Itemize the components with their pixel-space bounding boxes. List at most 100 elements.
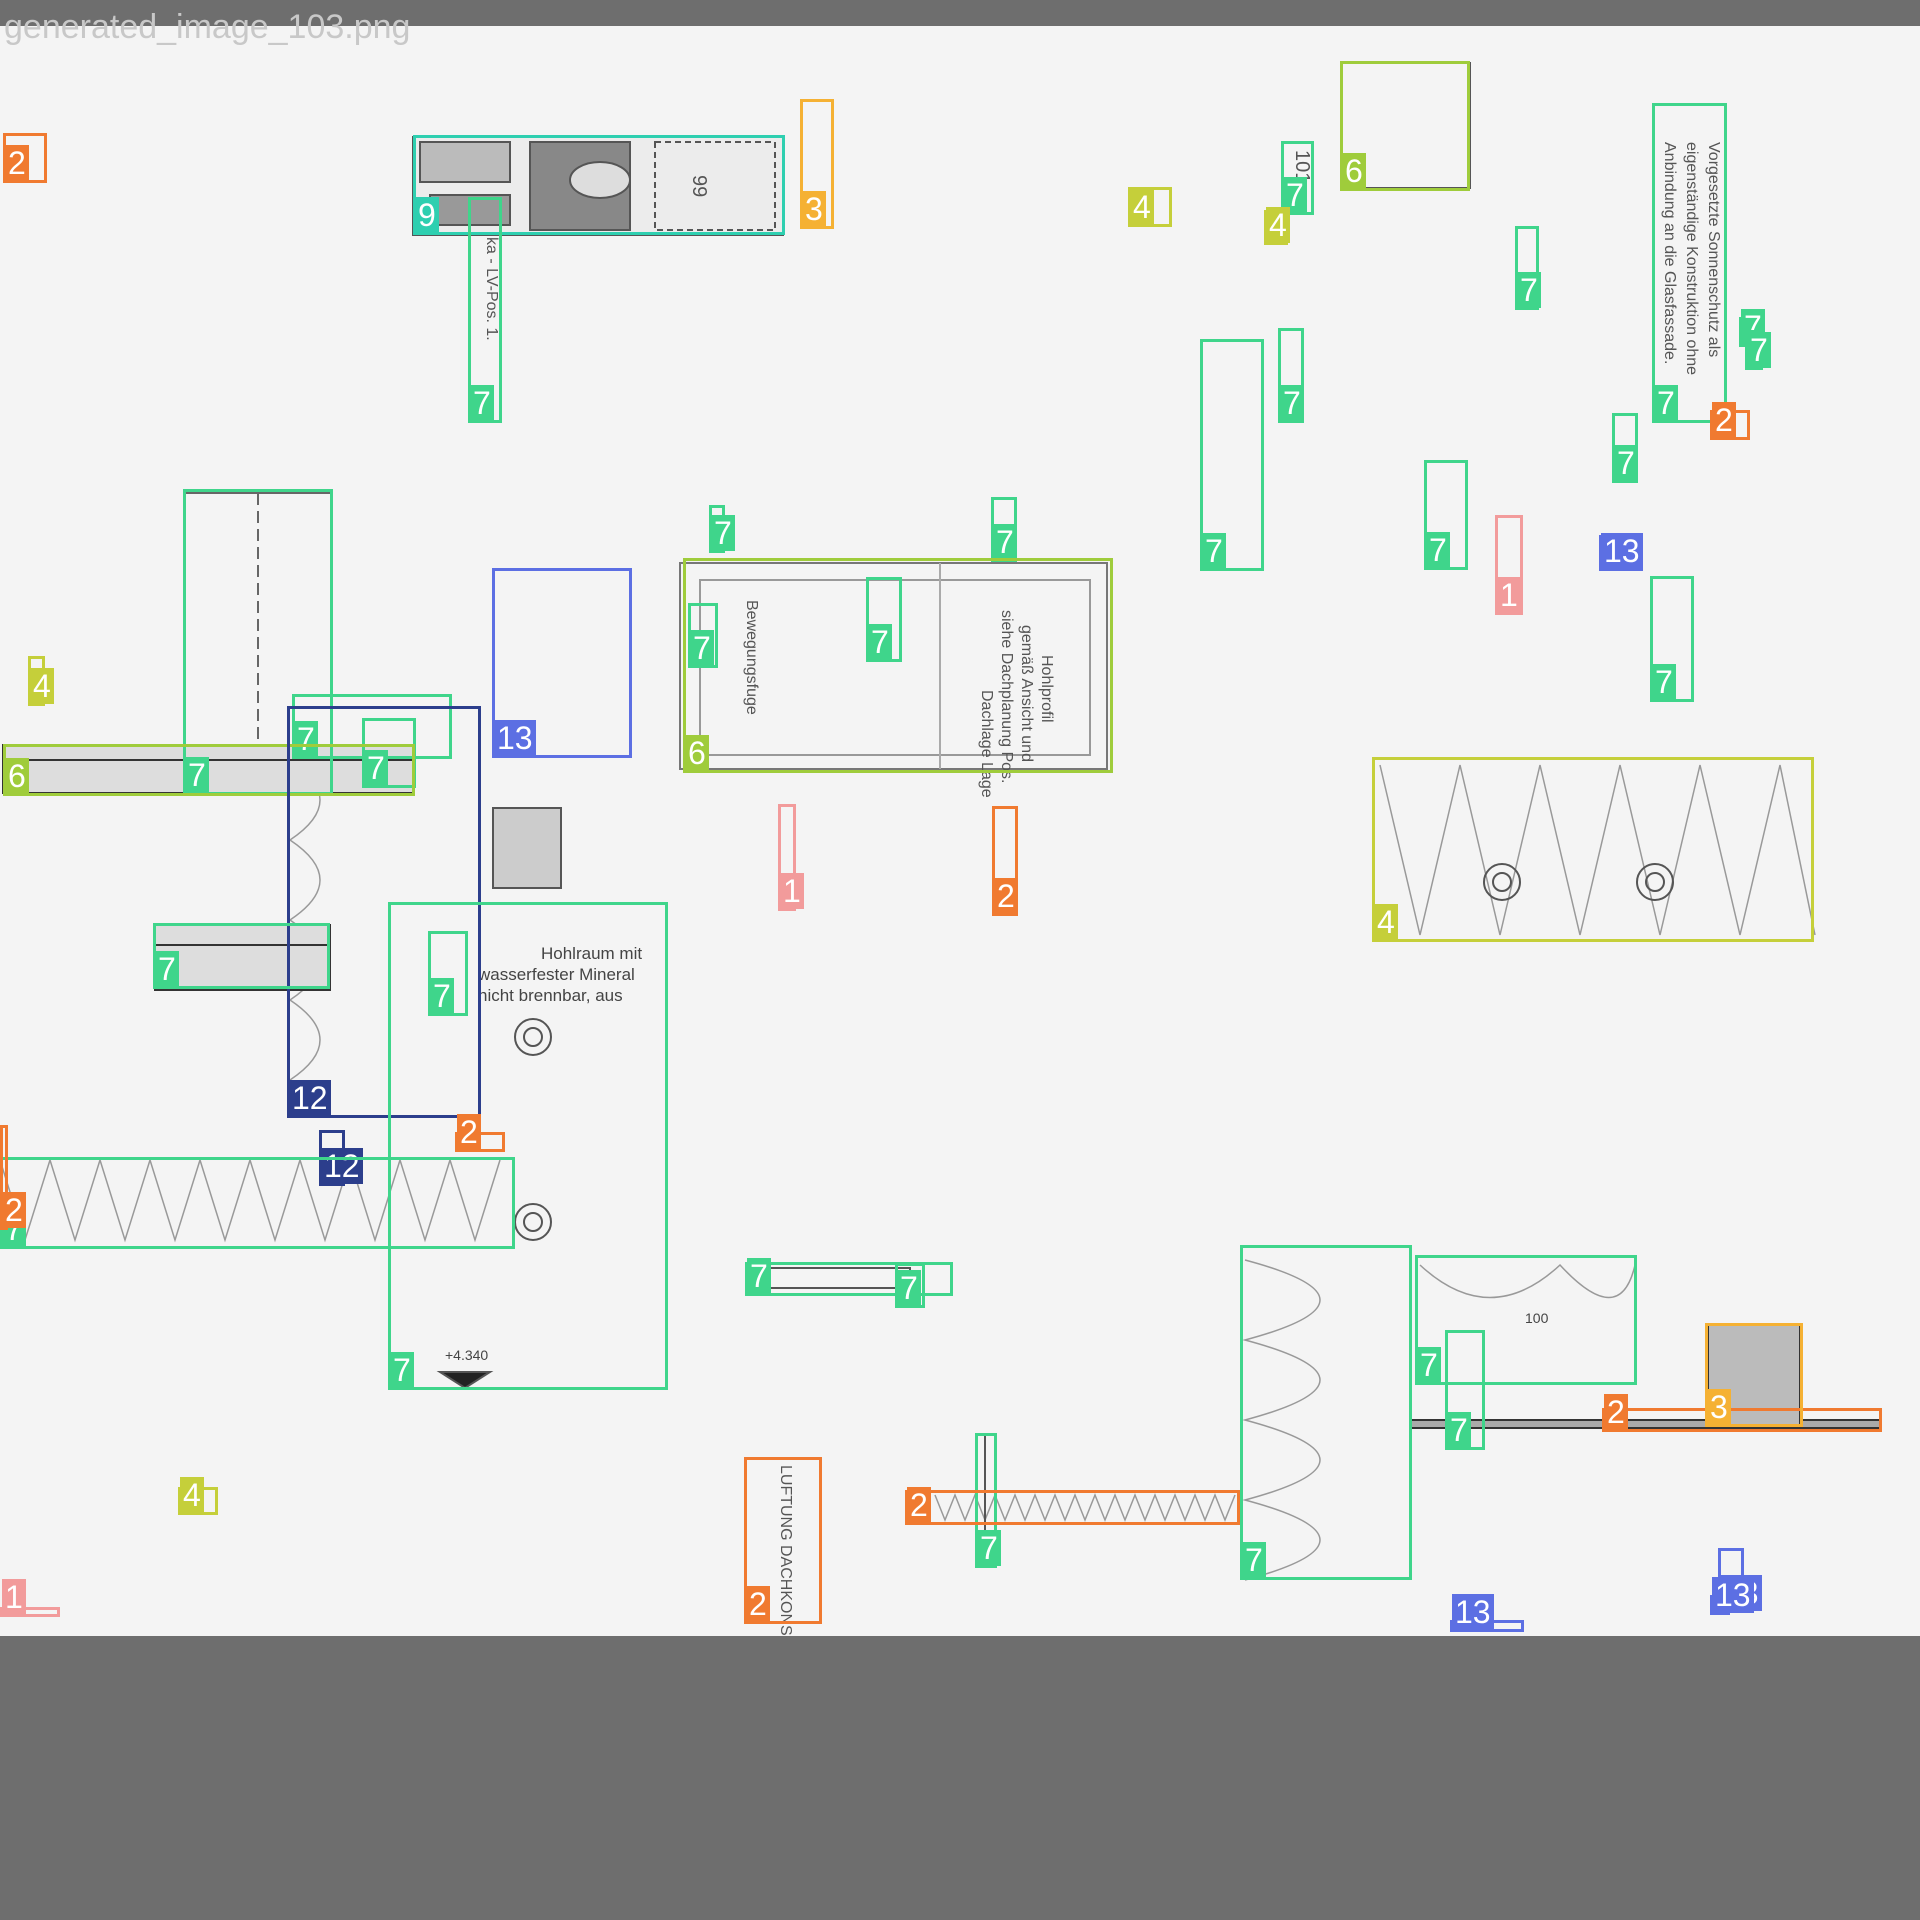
annotation-box: 7 [975, 1433, 1001, 1568]
annotation-class-label: 7 [747, 1258, 771, 1294]
annotation-class-label: 7 [1652, 664, 1676, 700]
annotation-box: 4 [1372, 757, 1814, 942]
bolts [514, 863, 1674, 1241]
annotation-box: 1 [0, 1579, 60, 1617]
file-name: generated_image_103.png [4, 8, 411, 46]
annotation-class-label: 7 [1202, 533, 1226, 569]
annotation-class-label: 1 [1497, 577, 1521, 613]
annotation-class-label: 2 [457, 1114, 481, 1150]
annotation-box: 7 [1445, 1330, 1485, 1450]
annotation-class-label: 13 [1712, 1577, 1754, 1613]
annotation-class-label: 7 [1280, 385, 1304, 421]
annotation-box: 6 [3, 744, 415, 796]
bottom-bar [0, 1636, 1920, 1920]
annotation-box: 7 [388, 902, 668, 1390]
annotation-box: 2 [905, 1487, 1240, 1525]
annotation-box: 7 [1200, 339, 1264, 571]
annotation-box: 13 [1710, 1577, 1754, 1615]
annotation-class-label: 2 [907, 1487, 931, 1523]
annotation-class-label: 2 [994, 878, 1018, 914]
annotation-class-label: 4 [180, 1477, 204, 1513]
annotation-box: 7 [1612, 413, 1638, 483]
annotation-box: 7 [1652, 103, 1727, 423]
annotation-box: 13 [492, 568, 632, 758]
note-brennbar: nicht brennbar, aus [478, 986, 623, 1005]
annotation-class-label: 4 [1266, 207, 1290, 243]
annotation-class-label: 7 [897, 1270, 921, 1306]
annotation-box: 6 [1340, 61, 1470, 191]
annotation-box: 7 [895, 1263, 925, 1308]
annotation-box: 7 [688, 603, 718, 668]
annotation-box: 7 [1745, 330, 1771, 370]
annotation-box: 2 [1710, 402, 1750, 440]
annotation-box: 7 [1515, 226, 1541, 310]
annotation-class-label: 6 [5, 758, 29, 794]
annotation-box: 12 [287, 706, 481, 1118]
annotation-box: 2 [455, 1114, 505, 1152]
annotation-class-label: 7 [993, 524, 1017, 560]
annotation-class-label: 7 [1517, 272, 1541, 308]
annotation-class-label: 7 [430, 978, 454, 1014]
note-hohlraum: Hohlraum mit [541, 944, 643, 963]
annotation-class-label: 4 [1130, 189, 1154, 225]
annotation-box: 6 [683, 558, 1113, 773]
annotation-box: 7 [1281, 141, 1314, 215]
annotation-class-label: 4 [30, 668, 54, 704]
annotation-class-label: 1 [780, 873, 804, 909]
annotation-class-label: 7 [977, 1530, 1001, 1566]
annotation-box: 13 [1450, 1594, 1524, 1632]
annotation-class-label: 2 [5, 145, 29, 181]
annotation-box: 4 [28, 656, 54, 706]
annotation-class-label: 7 [185, 757, 209, 793]
annotation-class-label: 7 [1747, 332, 1771, 368]
top-bar [0, 0, 1920, 26]
note-level: +4.340 [445, 1347, 489, 1363]
annotation-box: 13 [1599, 533, 1643, 571]
annotation-class-label: 1 [2, 1579, 26, 1615]
annotation-box: 2 [992, 806, 1018, 916]
annotation-box: 7 [153, 923, 330, 989]
annotation-class-label: 12 [289, 1080, 331, 1116]
annotation-class-label: 13 [494, 720, 536, 756]
annotation-box: 12 [319, 1130, 363, 1186]
annotation-class-label: 2 [1604, 1394, 1628, 1430]
annotation-box: 7 [709, 505, 735, 553]
annotation-box: 2 [744, 1457, 822, 1624]
annotation-class-label: 9 [415, 197, 439, 233]
annotation-class-label: 3 [1707, 1389, 1731, 1425]
note-100: 100 [1525, 1310, 1549, 1326]
note-mineral: wasserfester Mineral [478, 965, 635, 984]
beam-sections [2, 744, 1881, 1429]
annotation-class-label: 7 [1283, 177, 1307, 213]
annotation-box: 1 [778, 804, 804, 911]
annotation-class-label: 7 [1614, 445, 1638, 481]
annotation-class-label: 4 [1374, 904, 1398, 940]
annotation-box: 7 [1415, 1255, 1637, 1385]
annotation-box: 7 [1424, 460, 1468, 570]
annotation-box: 7 [991, 497, 1017, 562]
annotation-box: 7 [745, 1258, 953, 1296]
annotation-box: 2 [3, 133, 47, 183]
annotation-box: 7 [0, 1157, 515, 1249]
annotation-box: 7 [866, 577, 902, 662]
annotation-class-label: 7 [294, 721, 318, 757]
annotation-class-label: 13 [1452, 1594, 1494, 1630]
annotation-box: 4 [178, 1477, 218, 1515]
annotation-class-label: 2 [2, 1192, 26, 1228]
annotation-box: 3 [1705, 1323, 1803, 1427]
annotation-class-label: 7 [1426, 532, 1450, 568]
annotation-class-label: 3 [802, 191, 826, 227]
annotation-box: 7 [468, 197, 502, 423]
annotation-box: 9 [413, 135, 785, 235]
annotation-class-label: 13 [1601, 533, 1643, 569]
annotation-class-label: 7 [470, 385, 494, 421]
annotation-box: 4 [1264, 207, 1290, 245]
annotation-class-label: 7 [690, 630, 714, 666]
annotation-box: 4 [1128, 187, 1172, 227]
annotation-box: 7 [428, 931, 468, 1016]
annotation-box: 3 [800, 99, 834, 229]
annotation-box: 7 [1278, 328, 1304, 423]
annotation-class-label: 7 [364, 750, 388, 786]
annotation-class-label: 7 [155, 951, 179, 987]
